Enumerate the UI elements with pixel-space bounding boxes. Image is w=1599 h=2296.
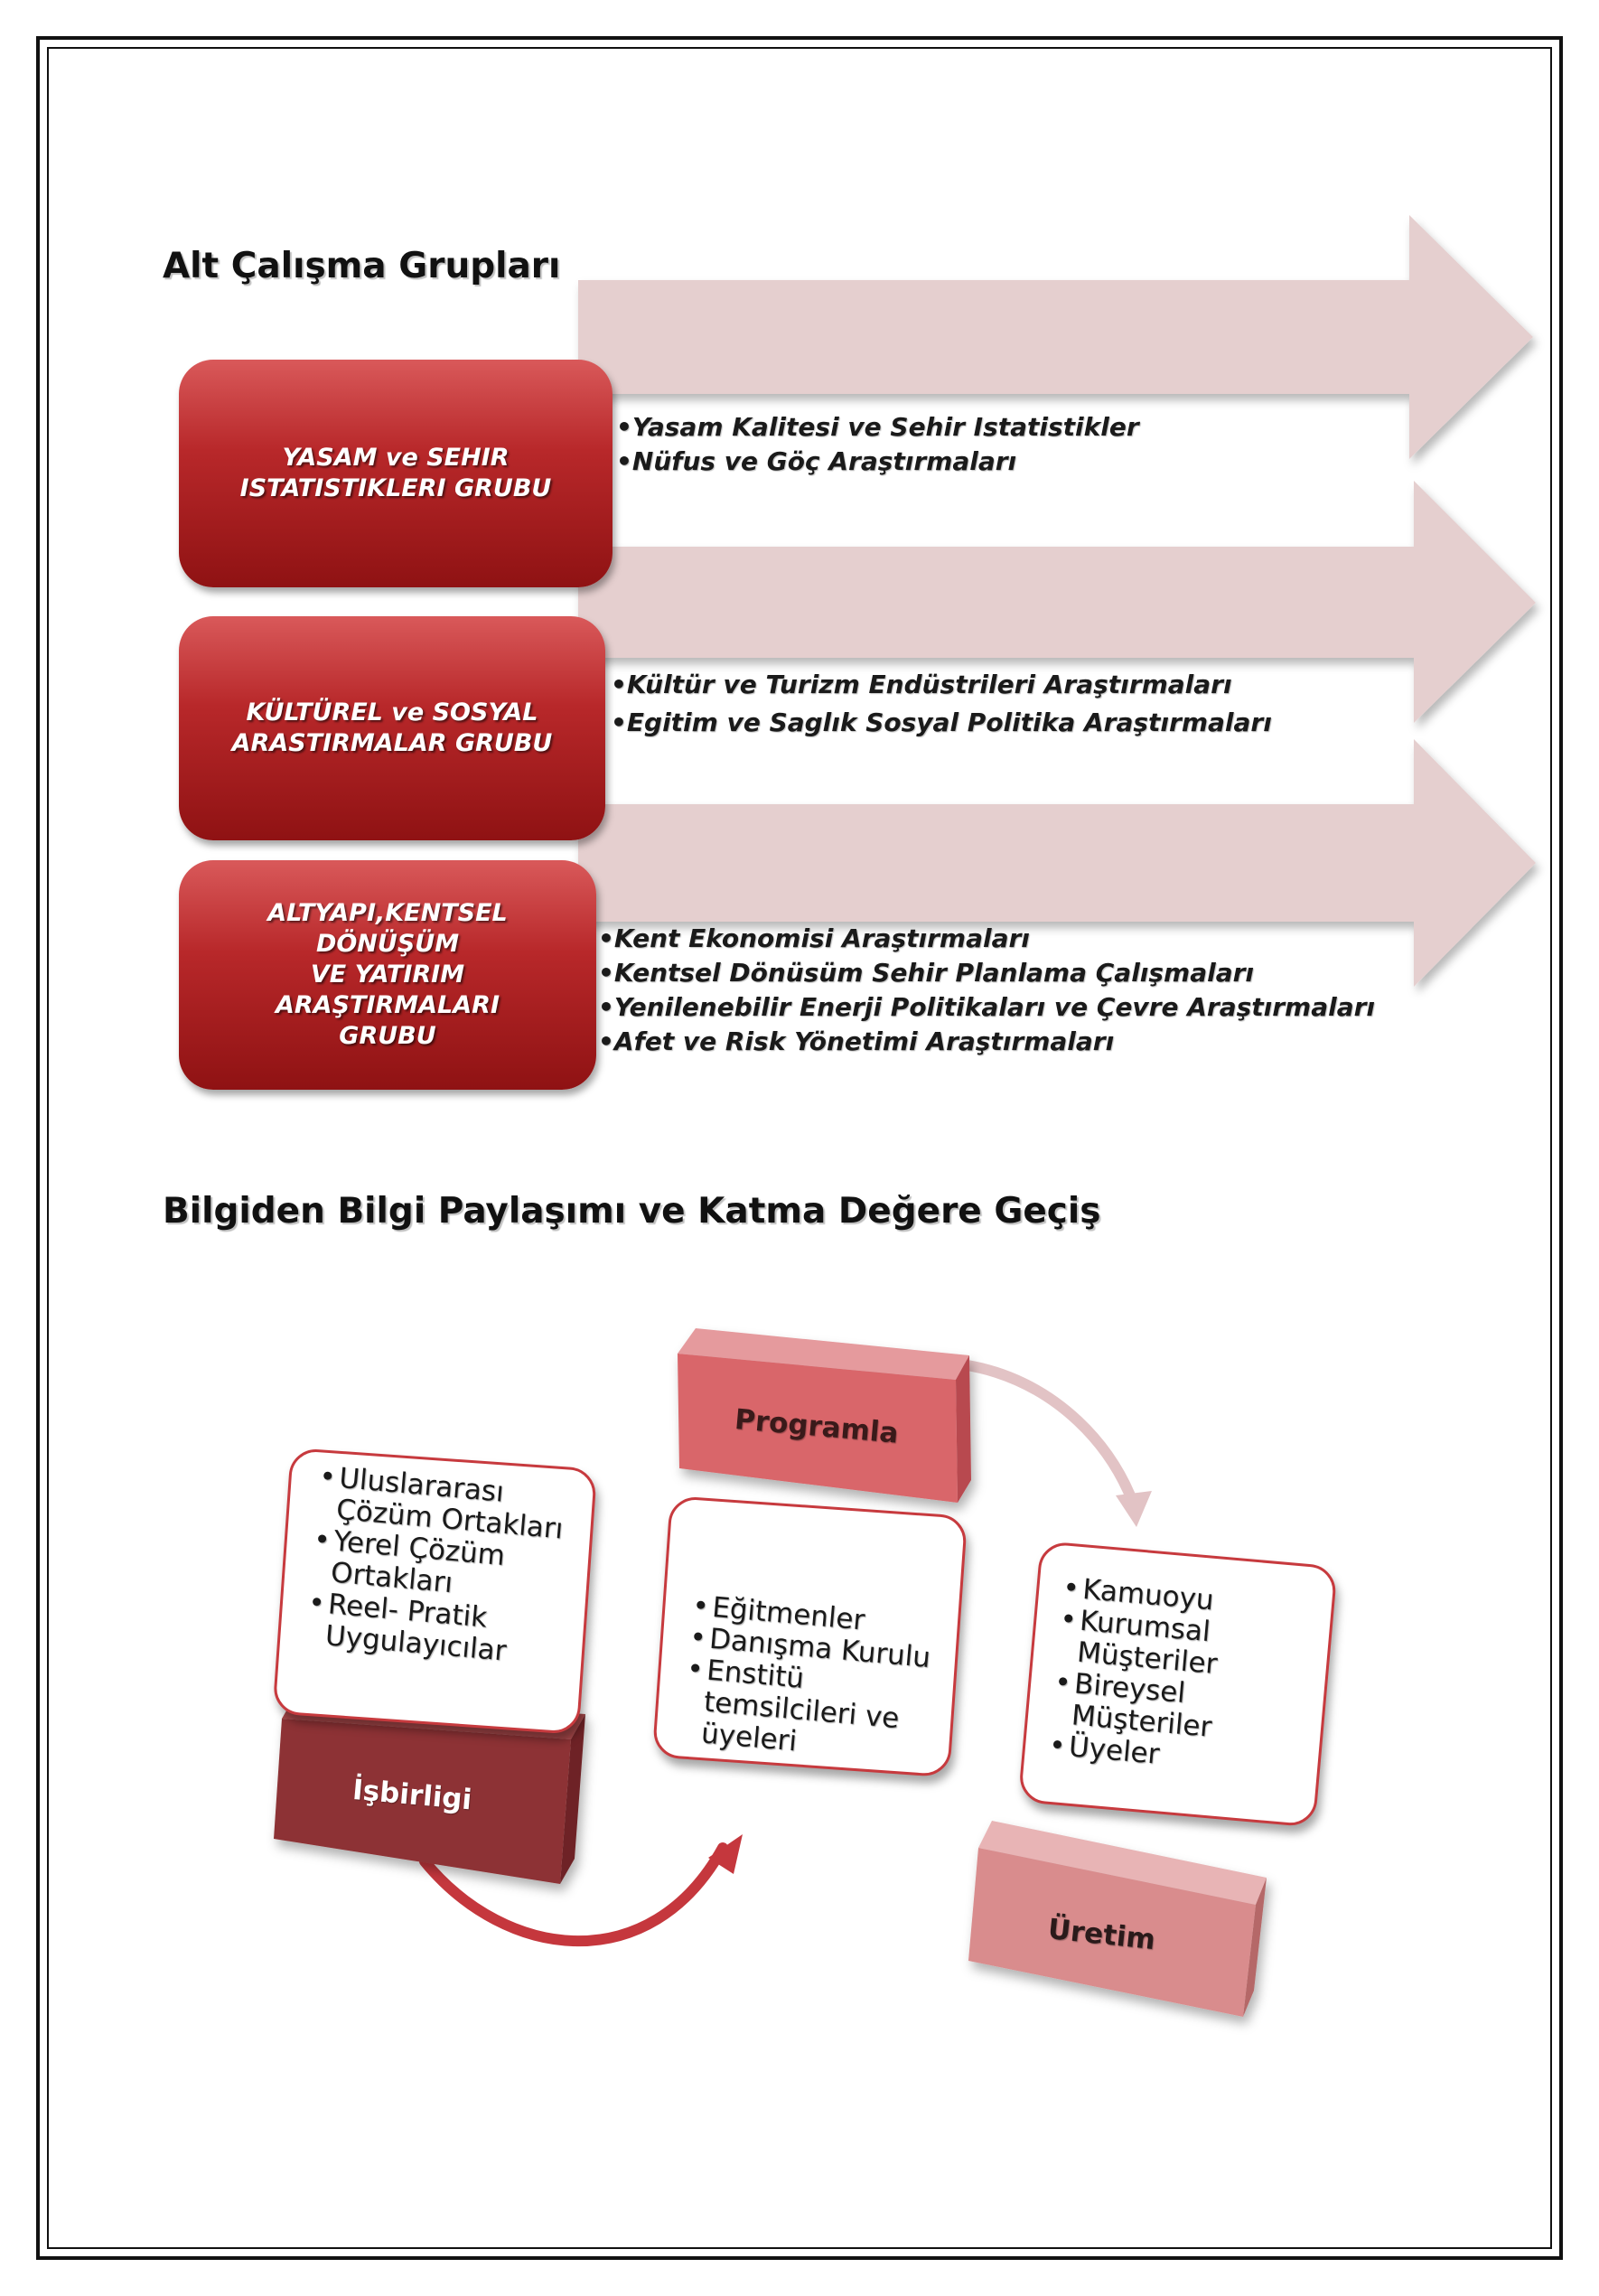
- cycle-arrow-bottom-head: [708, 1834, 743, 1874]
- group-arrows: [578, 215, 1536, 987]
- group-items-yasam: Yasam Kalitesi ve Sehir Istatistikler Nü…: [616, 410, 1139, 479]
- list-item: Yenilenebilir Enerji Politikaları ve Çev…: [598, 990, 1375, 1025]
- group-title-line: ISTATISTIKLERI GRUBU: [239, 474, 552, 502]
- programla-list: Eğitmenler Danışma Kurulu Enstitü temsil…: [680, 1590, 935, 1769]
- cycle-arrow-bottom: [419, 1842, 728, 1947]
- programla-block: [678, 1328, 971, 1503]
- arrow-2: [578, 481, 1536, 723]
- heading-alt-calisma-gruplari: Alt Çalışma Grupları: [163, 246, 561, 286]
- list-item: Nüfus ve Göç Araştırmaları: [616, 445, 1139, 479]
- list-item: Yasam Kalitesi ve Sehir Istatistikler: [616, 410, 1139, 445]
- uretim-block: [968, 1821, 1267, 2017]
- group-title-line: YASAM ve SEHIR: [282, 444, 510, 472]
- isbirligi-list: Uluslararası Çözüm Ortakları Yerel Çözüm…: [304, 1461, 567, 1672]
- page-border-outer: [36, 36, 1563, 2260]
- uretim-list: Kamuoyu Kurumsal Müşteriler Bireysel Müş…: [1048, 1572, 1224, 1776]
- group-box-altyapi: ALTYAPI,KENTSEL DÖNÜŞÜM VE YATIRIM ARAŞT…: [179, 860, 596, 1090]
- group-box-yasam: YASAM ve SEHIR ISTATISTIKLERI GRUBU: [179, 360, 612, 587]
- arrow-3: [578, 739, 1536, 987]
- page-border-inner: [47, 47, 1552, 2249]
- arrow-1: [578, 215, 1533, 459]
- list-item: Kent Ekonomisi Araştırmaları: [598, 922, 1375, 956]
- list-item: Kültür ve Turizm Endüstrileri Araştırmal…: [611, 666, 1272, 704]
- list-item: Kentsel Dönüsüm Sehir Planlama Çalışmala…: [598, 956, 1375, 990]
- heading-bilgiden-bilgi: Bilgiden Bilgi Paylaşımı ve Katma Değere…: [163, 1191, 1101, 1232]
- group-title-line: VE YATIRIM ARAŞTIRMALARI: [276, 961, 500, 1019]
- cycle-arrow-top-head: [1116, 1491, 1152, 1527]
- group-items-altyapi: Kent Ekonomisi Araştırmaları Kentsel Dön…: [598, 922, 1375, 1059]
- group-title-line: ARASTIRMALAR GRUBU: [231, 729, 553, 757]
- list-item: Egitim ve Saglık Sosyal Politika Araştır…: [611, 704, 1272, 742]
- group-title-line: GRUBU: [339, 1022, 436, 1050]
- group-box-kulturel: KÜLTÜREL ve SOSYAL ARASTIRMALAR GRUBU: [179, 616, 605, 840]
- group-title-line: ALTYAPI,KENTSEL DÖNÜŞÜM: [267, 899, 508, 958]
- list-item: Afet ve Risk Yönetimi Araştırmaları: [598, 1025, 1375, 1059]
- group-items-kulturel: Kültür ve Turizm Endüstrileri Araştırmal…: [611, 666, 1272, 742]
- group-title-line: KÜLTÜREL ve SOSYAL: [246, 698, 538, 726]
